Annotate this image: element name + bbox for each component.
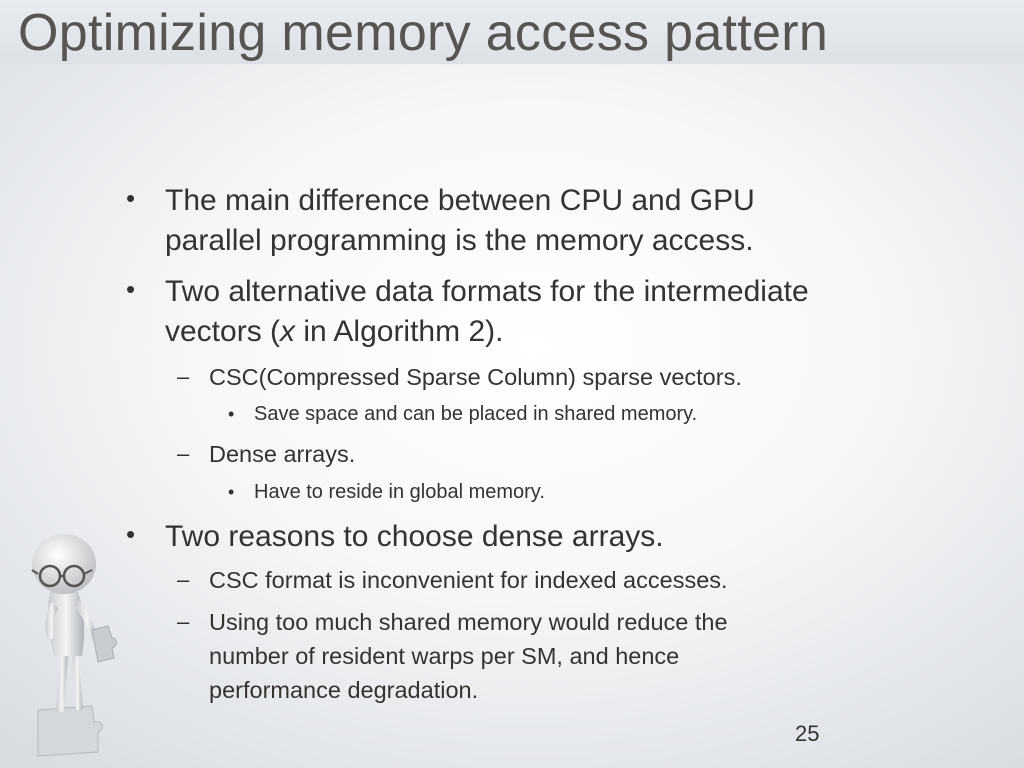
bullet-2-sub-1-detail: Save space and can be placed in shared m…: [254, 403, 698, 425]
sub-bullet-marker: –: [177, 441, 190, 466]
bullet-marker: •: [126, 183, 136, 213]
bullet-3-sub-2-line-1: Using too much shared memory would reduc…: [209, 609, 728, 635]
sub-bullet-marker: –: [177, 364, 190, 389]
bullet-3-sub-2-line-3: performance degradation.: [209, 677, 479, 703]
bullet-3-sub-2-line-2: number of resident warps per SM, and hen…: [209, 643, 680, 669]
bullet-3-line-1: Two reasons to choose dense arrays.: [165, 520, 664, 553]
bullet-2-sub-1: CSC(Compressed Sparse Column) sparse vec…: [209, 364, 742, 390]
bullet-2-line-2: vectors (x in Algorithm 2).: [165, 315, 503, 349]
sub-sub-bullet-marker: •: [228, 404, 235, 424]
sub-bullet-marker: –: [177, 609, 190, 634]
bullet-2-line-1: Two alternative data formats for the int…: [165, 275, 809, 308]
page-number: 25: [795, 721, 820, 746]
bullet-2-sub-2-detail: Have to reside in global memory.: [254, 481, 545, 503]
bullet-2-line-2-pre: vectors (: [165, 315, 281, 348]
sub-sub-bullet-marker: •: [228, 482, 235, 502]
bullet-2-sub-2: Dense arrays.: [209, 441, 356, 467]
bullet-2-line-2-post: in Algorithm 2).: [295, 315, 504, 348]
variable-x: x: [280, 315, 296, 348]
bullet-1-line-2: parallel programming is the memory acces…: [165, 224, 754, 257]
title-bar: Optimizing memory access pattern: [0, 0, 1024, 64]
bullet-marker: •: [126, 274, 136, 304]
slide-title: Optimizing memory access pattern: [18, 4, 829, 62]
bullet-marker: •: [126, 519, 136, 549]
bullet-3-sub-1: CSC format is inconvenient for indexed a…: [209, 567, 728, 593]
thinking-figure-illustration: [31, 534, 117, 757]
sub-bullet-marker: –: [177, 567, 190, 592]
bullet-1-line-1: The main difference between CPU and GPU: [165, 184, 755, 217]
